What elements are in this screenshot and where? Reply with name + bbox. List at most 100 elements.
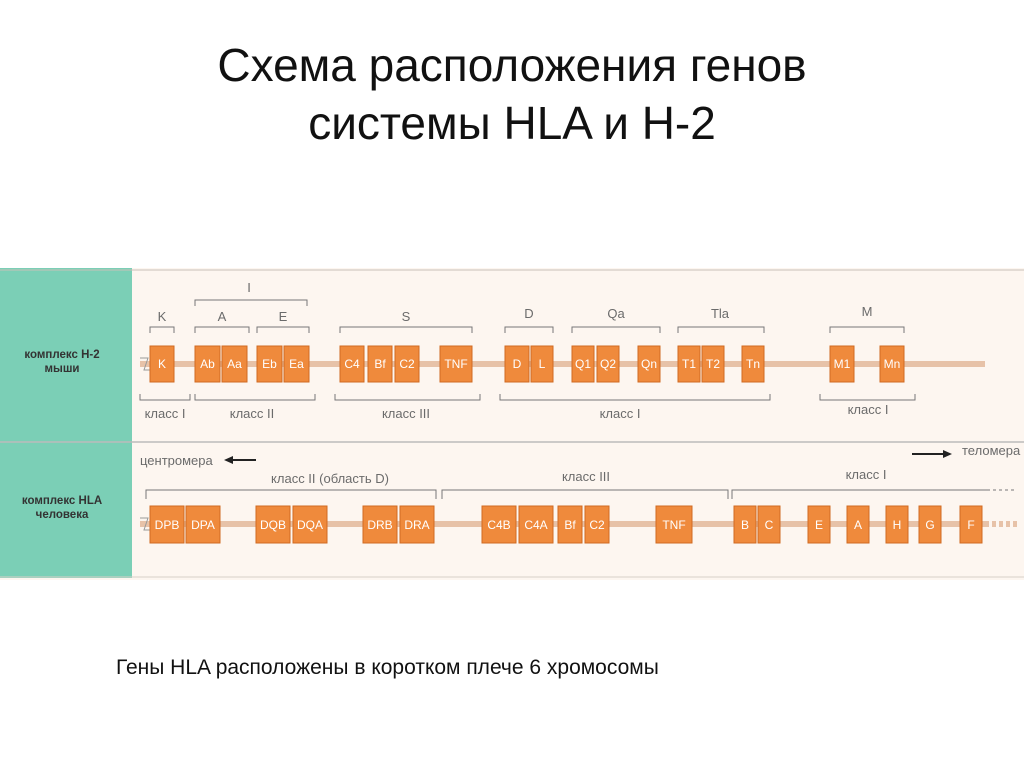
- gene-DPA: DPA: [185, 505, 221, 544]
- human-genes: DPB DPA DQB DQA DRB DRA C4B C4A Bf C2 TN…: [149, 505, 983, 544]
- left-label-panel: [0, 268, 132, 578]
- gene-DRB: DRB: [362, 505, 398, 544]
- gene-K: K: [149, 345, 175, 383]
- human-break-mark: [140, 517, 152, 531]
- gene-A: A: [846, 505, 870, 544]
- gene-Eb: Eb: [256, 345, 283, 383]
- gene-T1: T1: [677, 345, 701, 383]
- gene-M1: M1: [829, 345, 855, 383]
- svg-text:C4B: C4B: [487, 518, 510, 532]
- telomere-label: теломера: [962, 443, 1021, 458]
- gene-C4: C4: [339, 345, 365, 383]
- svg-text:T2: T2: [706, 357, 720, 371]
- centromere-arrow: [224, 456, 256, 464]
- gene-E: E: [807, 505, 831, 544]
- svg-text:TNF: TNF: [444, 357, 467, 371]
- telomere-arrow: [912, 450, 952, 458]
- mouse-label-S: S: [402, 309, 411, 324]
- human-label-line2: человека: [36, 509, 89, 521]
- title-line-2: системы HLA и H-2: [308, 97, 716, 149]
- mouse-class-I-b: класс I: [600, 406, 641, 421]
- svg-text:Eb: Eb: [262, 357, 277, 371]
- gene-DQA: DQA: [292, 505, 328, 544]
- svg-text:Q1: Q1: [575, 357, 591, 371]
- svg-text:T1: T1: [682, 357, 696, 371]
- gene-map-figure: комплекс H-2 мыши I K A E S D Qa Tla M K…: [0, 268, 1024, 580]
- gene-Qn: Qn: [637, 345, 661, 383]
- svg-text:G: G: [925, 518, 934, 532]
- gene-C2: C2: [394, 345, 420, 383]
- gene-C2-human: C2: [584, 505, 610, 544]
- svg-text:Mn: Mn: [884, 357, 901, 371]
- svg-text:C: C: [765, 518, 774, 532]
- gene-Q1: Q1: [571, 345, 595, 383]
- mouse-class-I-c: класс I: [848, 402, 889, 417]
- svg-text:C4: C4: [344, 357, 360, 371]
- gene-T2: T2: [701, 345, 725, 383]
- gene-Ab: Ab: [194, 345, 221, 383]
- gene-Bf-human: Bf: [557, 505, 583, 544]
- gene-Ea: Ea: [283, 345, 310, 383]
- human-label-line1: комплекс HLA: [22, 495, 102, 507]
- gene-H: H: [885, 505, 909, 544]
- gene-DPB: DPB: [149, 505, 185, 544]
- mouse-label-Qa: Qa: [607, 306, 625, 321]
- svg-text:DPB: DPB: [155, 518, 180, 532]
- svg-text:DRB: DRB: [367, 518, 392, 532]
- human-class-III: класс III: [562, 469, 610, 484]
- mouse-class-I-a: класс I: [145, 406, 186, 421]
- gene-TNF: TNF: [439, 345, 473, 383]
- svg-text:DQA: DQA: [297, 518, 323, 532]
- svg-text:C2: C2: [399, 357, 415, 371]
- svg-text:E: E: [815, 518, 823, 532]
- mouse-label-D: D: [524, 306, 533, 321]
- title-line-1: Схема расположения генов: [217, 39, 807, 91]
- gene-Mn: Mn: [879, 345, 905, 383]
- svg-text:Ab: Ab: [200, 357, 215, 371]
- gene-Q2: Q2: [596, 345, 620, 383]
- mouse-top-brackets: [149, 299, 905, 333]
- svg-text:B: B: [741, 518, 749, 532]
- svg-text:Bf: Bf: [374, 357, 386, 371]
- svg-text:DPA: DPA: [191, 518, 215, 532]
- mouse-label-A: A: [218, 309, 227, 324]
- svg-text:C2: C2: [589, 518, 605, 532]
- mouse-class-brackets: [139, 394, 916, 401]
- gene-F: F: [959, 505, 983, 544]
- svg-text:H: H: [893, 518, 902, 532]
- svg-text:Bf: Bf: [564, 518, 576, 532]
- mouse-label-M: M: [862, 304, 873, 319]
- svg-text:M1: M1: [834, 357, 851, 371]
- svg-text:K: K: [158, 357, 166, 371]
- mouse-class-II: класс II: [230, 406, 274, 421]
- gene-C4A: C4A: [518, 505, 554, 544]
- caption: Гены HLA расположены в коротком плече 6 …: [116, 656, 659, 679]
- gene-map-svg: комплекс H-2 мыши I K A E S D Qa Tla M K…: [0, 268, 1024, 580]
- svg-text:F: F: [967, 518, 974, 532]
- mouse-label-Tla: Tla: [711, 306, 730, 321]
- svg-text:L: L: [539, 357, 546, 371]
- svg-text:C4A: C4A: [524, 518, 547, 532]
- gene-L: L: [530, 345, 554, 383]
- gene-G: G: [918, 505, 942, 544]
- svg-text:Q2: Q2: [600, 357, 616, 371]
- centromere-label: центромера: [140, 453, 214, 468]
- mouse-label-line2: мыши: [45, 363, 80, 375]
- gene-DRA: DRA: [399, 505, 435, 544]
- gene-Tn: Tn: [741, 345, 765, 383]
- mouse-genes: K Ab Aa Eb Ea C4 Bf C2 TNF D L Q1 Q2 Qn …: [149, 345, 905, 383]
- human-class-I: класс I: [846, 467, 887, 482]
- gene-C: C: [757, 505, 781, 544]
- svg-text:Qn: Qn: [641, 357, 657, 371]
- mouse-label-I: I: [247, 280, 251, 295]
- gene-Aa: Aa: [221, 345, 248, 383]
- svg-text:DRA: DRA: [404, 518, 429, 532]
- mouse-break-mark: [140, 357, 152, 371]
- svg-text:A: A: [854, 518, 862, 532]
- svg-text:D: D: [513, 357, 522, 371]
- gene-C4B: C4B: [481, 505, 517, 544]
- svg-text:DQB: DQB: [260, 518, 286, 532]
- human-class-II: класс II (область D): [271, 471, 389, 486]
- gene-DQB: DQB: [255, 505, 291, 544]
- mouse-label-K: K: [158, 309, 167, 324]
